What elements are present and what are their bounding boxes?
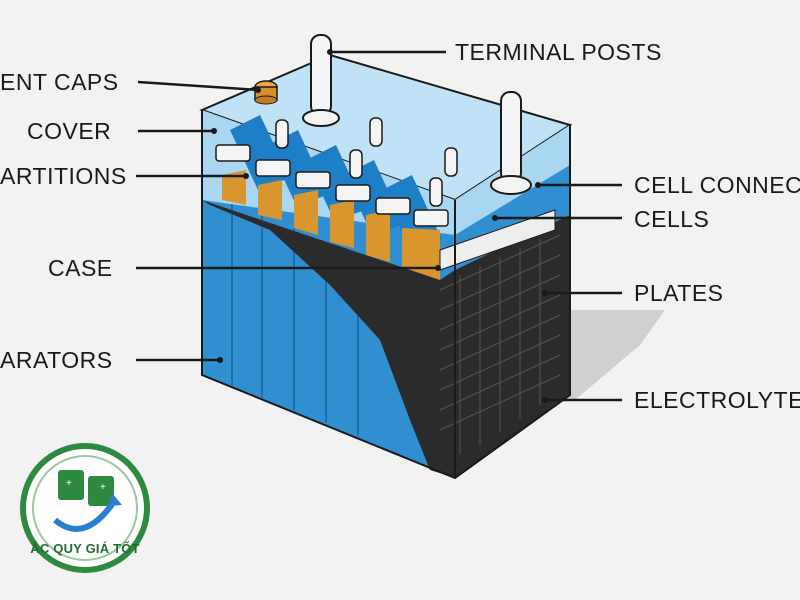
- logo: + +: [20, 443, 150, 573]
- logo-text: ẮC QUY GIÁ TỐT: [30, 541, 140, 556]
- white-cells: [439, 209, 556, 271]
- label-cover: COVER: [27, 118, 112, 144]
- leader-lines: [136, 50, 622, 402]
- svg-text:+: +: [100, 482, 106, 493]
- cell-connectors: [215, 144, 449, 227]
- drop-shadow: [560, 310, 665, 400]
- label-case: CASE: [48, 255, 113, 281]
- leader-dots: [211, 49, 548, 403]
- exposed-plates: [202, 200, 570, 478]
- label-electrolyte: ELECTROLYTE: [634, 387, 800, 413]
- label-cells: CELLS: [634, 206, 710, 232]
- label-partitions: ARTITIONS: [0, 163, 127, 189]
- label-terminal-posts: TERMINAL POSTS: [455, 39, 662, 65]
- label-separators: ARATORS: [0, 347, 113, 373]
- label-cell-connectors: CELL CONNEC: [634, 172, 800, 198]
- label-plates: PLATES: [634, 280, 724, 306]
- terminal-posts: [302, 34, 532, 195]
- svg-text:+: +: [66, 478, 72, 489]
- case-outline: [201, 110, 571, 480]
- connector-posts: [275, 117, 458, 207]
- plate-grid: [439, 234, 561, 455]
- label-vent-caps: ENT CAPS: [0, 69, 119, 95]
